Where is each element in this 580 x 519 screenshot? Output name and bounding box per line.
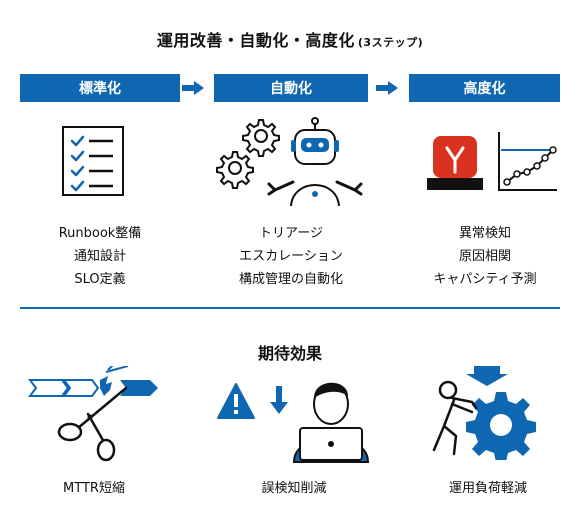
stage-items-standardize: Runbook整備 通知設計 SLO定義 [20,222,180,291]
list-item: エスカレーション [239,249,343,264]
section-divider [20,307,560,309]
title-text: 運用改善・自動化・高度化 [156,31,355,50]
robot-with-gears-icon [216,117,363,207]
trend-chart-icon [498,132,557,191]
stage-items-automate: トリアージ エスカレーション 構成管理の自動化 [211,222,371,291]
effect-label-false-positive: 誤検知削減 [261,481,327,496]
list-item: キャパシティ予測 [433,272,537,287]
stage-header-standardize: 標準化 [20,74,180,102]
title-subtitle: (3ステップ) [357,36,424,49]
person-pushing-gear-icon [432,366,536,460]
alarm-lamp-icon [427,132,557,191]
checklist-icon [62,126,124,196]
right-arrow-icon [376,81,398,95]
scissors-cut-timeline-icon [28,366,158,462]
right-arrow-icon [182,81,204,95]
effects-title: 期待効果 [257,344,322,363]
effect-label-mttr: MTTR短縮 [63,481,125,496]
stage-header-automate: 自動化 [214,74,368,102]
list-item: 原因相関 [458,249,511,264]
list-item: 通知設計 [73,249,126,264]
engineer-with-alert-icon [217,382,370,463]
list-item: 異常検知 [458,226,511,241]
page-title: 運用改善・自動化・高度化(3ステップ) [0,27,580,51]
list-item: トリアージ [259,226,323,241]
stage-header-advance: 高度化 [409,74,560,102]
list-item: SLO定義 [74,272,126,287]
effect-label-workload: 運用負荷軽減 [448,481,527,496]
list-item: 構成管理の自動化 [238,272,343,287]
stage-items-advance: 異常検知 原因相関 キャパシティ予測 [405,222,565,291]
list-item: Runbook整備 [58,226,142,241]
